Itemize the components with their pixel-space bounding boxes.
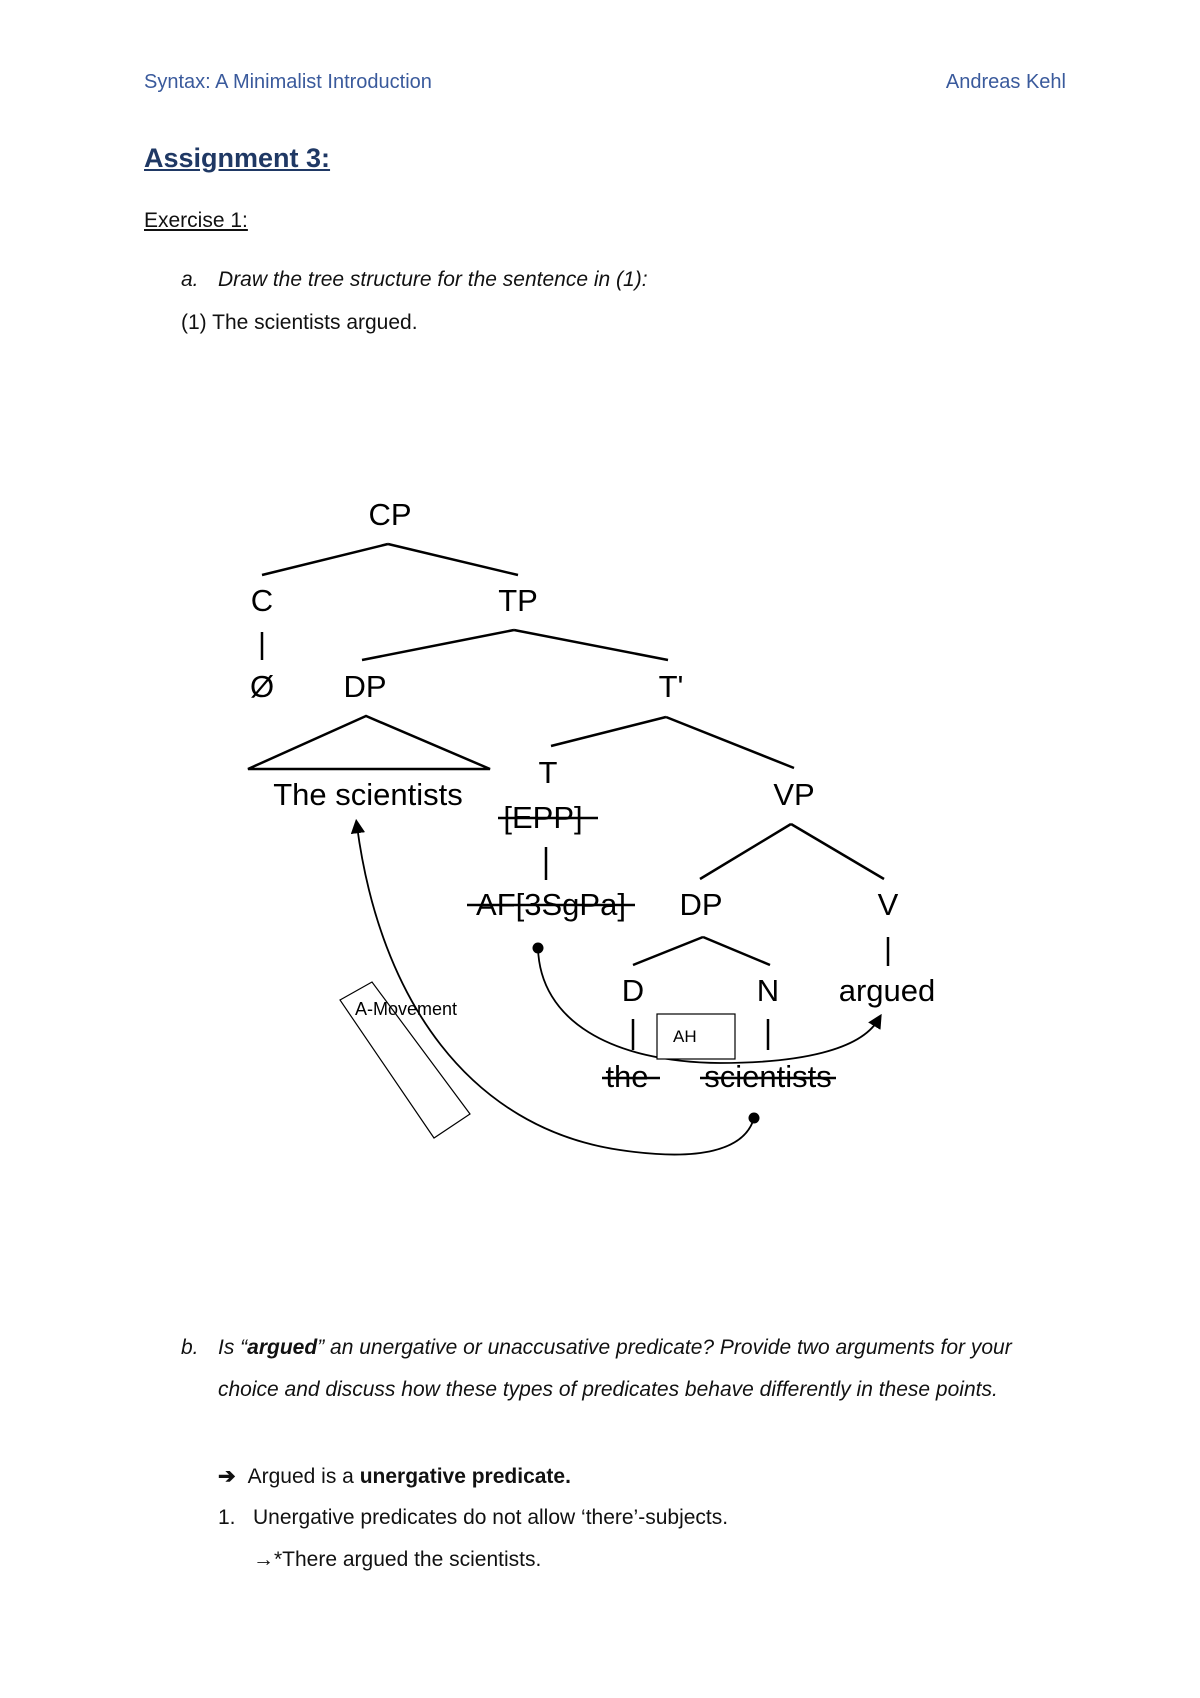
- answer-line: ➔ Argued is a unergative predicate.: [218, 1464, 571, 1489]
- node-the: the: [605, 1059, 648, 1094]
- node-scientists: scientists: [704, 1059, 831, 1094]
- branch-vp-dp: [699, 822, 792, 881]
- node-argued: argued: [839, 973, 936, 1008]
- ah-label: AH: [673, 1027, 697, 1046]
- part-b-question-post: ” an unergative or unaccusative predicat…: [218, 1336, 1012, 1401]
- exercise-label: Exercise 1:: [144, 209, 248, 232]
- node-dp-comp: DP: [679, 887, 722, 922]
- node-n: N: [757, 973, 779, 1008]
- branch-tbar-vp: [665, 715, 795, 770]
- example-sentence: (1) The scientists argued.: [181, 311, 418, 334]
- part-b-question: Is “argued” an unergative or unaccusativ…: [218, 1327, 1078, 1411]
- part-a-instruction: Draw the tree structure for the sentence…: [218, 268, 648, 291]
- point1-text: Unergative predicates do not allow ‘ther…: [253, 1506, 729, 1529]
- node-cp: CP: [368, 497, 411, 532]
- point1-example: *There argued the scientists.: [274, 1548, 542, 1571]
- point1-marker: 1.: [218, 1506, 236, 1529]
- branch-vp-v: [790, 822, 885, 881]
- part-b-marker: b.: [181, 1336, 199, 1359]
- arrow-icon: ➔: [218, 1465, 236, 1488]
- affix-hopping-arrow: [537, 947, 882, 1064]
- node-null: Ø: [250, 669, 274, 704]
- node-vp: VP: [773, 777, 814, 812]
- point1-example-line: →*There argued the scientists.: [253, 1548, 541, 1572]
- a-movement-label: A-Movement: [355, 999, 457, 1019]
- branch-tp-dp: [361, 628, 515, 662]
- node-tp: TP: [498, 583, 538, 618]
- branch-tbar-t: [550, 715, 667, 748]
- branch-dp-n: [702, 935, 771, 967]
- branch-dp-d: [632, 935, 704, 967]
- node-t-bar: T': [659, 669, 684, 704]
- header-course-title: Syntax: A Minimalist Introduction: [144, 71, 432, 93]
- dp-triangle: [247, 714, 491, 771]
- branch-tp-tbar: [513, 628, 669, 662]
- answer-pre: Argued is a: [247, 1465, 360, 1488]
- movement-origin-dot: [748, 1112, 760, 1124]
- part-b-question-pre: Is “: [218, 1336, 248, 1359]
- branch-cp-tp: [387, 542, 519, 577]
- branch-cp-c: [261, 542, 389, 577]
- node-c: C: [251, 583, 273, 618]
- node-d: D: [622, 973, 644, 1008]
- part-a-marker: a.: [181, 268, 199, 291]
- a-movement-arrow: [350, 818, 755, 1156]
- arrow-icon: →: [253, 1548, 274, 1571]
- part-b-question-term: argued: [247, 1336, 318, 1359]
- node-dp-spec: DP: [343, 669, 386, 704]
- header-author: Andreas Kehl: [945, 71, 1066, 93]
- assignment-title: Assignment 3:: [144, 143, 331, 173]
- node-v: V: [878, 887, 899, 922]
- answer-bold: unergative predicate.: [359, 1465, 571, 1488]
- node-the-scientists: The scientists: [273, 777, 463, 812]
- affix-origin-dot: [532, 942, 544, 954]
- node-t: T: [539, 755, 558, 790]
- a-movement-box: [339, 981, 471, 1139]
- ah-box: [656, 1013, 736, 1060]
